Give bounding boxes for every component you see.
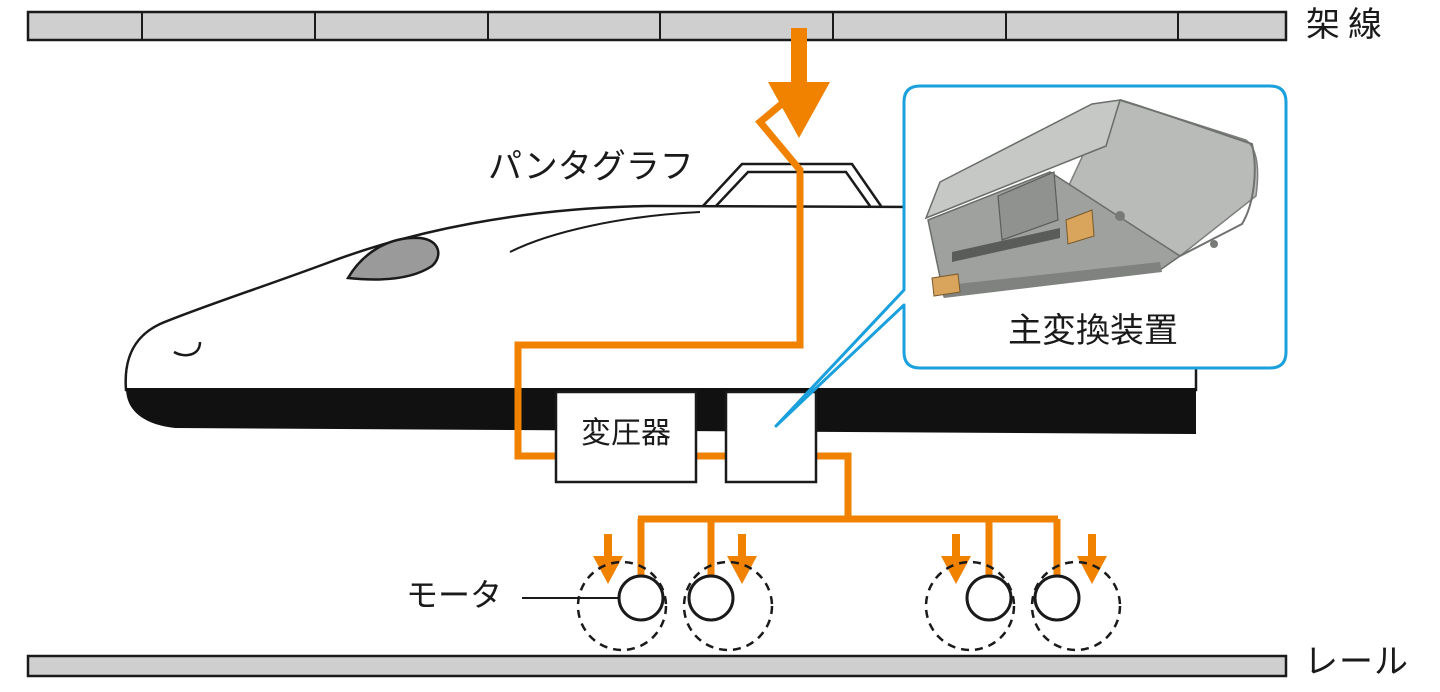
converter-photo-icon xyxy=(924,99,1259,298)
power-path xyxy=(514,99,1061,577)
power-arrow-icon xyxy=(768,28,830,138)
wheel-arrows xyxy=(593,534,1107,584)
pantograph xyxy=(702,162,883,207)
rail-label: レール xyxy=(1304,642,1409,682)
overhead-wire-label: 架線 xyxy=(1306,5,1390,45)
transformer-label: 変圧器 xyxy=(581,416,671,451)
converter-box xyxy=(724,390,818,484)
main-converter-label: 主変換装置 xyxy=(1008,311,1178,351)
overhead-wire xyxy=(26,10,1288,42)
rail xyxy=(26,654,1288,678)
pantograph-label: パンタグラフ xyxy=(488,147,694,187)
transformer-box xyxy=(554,390,698,484)
motor-wheel-icon xyxy=(576,560,1122,652)
motor-label: モータ xyxy=(406,576,503,614)
